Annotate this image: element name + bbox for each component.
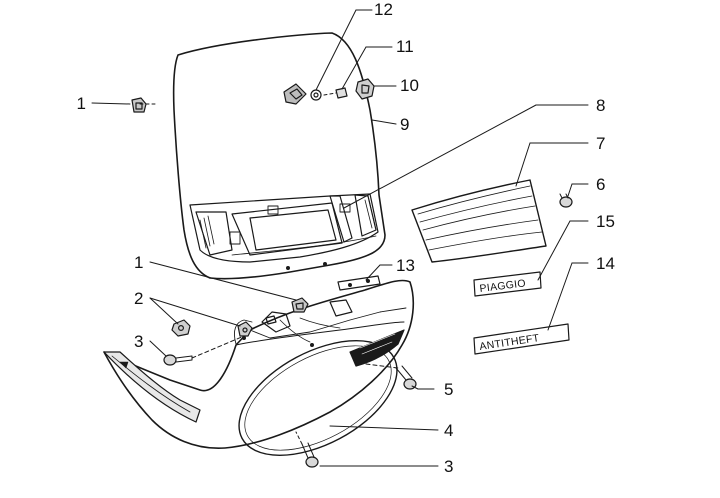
washer-part-12: [310, 89, 322, 101]
screw-part-3-left: [163, 354, 193, 366]
callout-5: 5: [444, 380, 453, 399]
clip-part-1-top: [131, 97, 147, 113]
bracket-part-13: [337, 275, 381, 291]
spring-nut-part-10: [355, 78, 375, 100]
screw-part-5: [395, 365, 417, 390]
emblem-clip: [283, 83, 307, 105]
callout-9: 9: [400, 115, 409, 134]
callout-7: 7: [596, 134, 605, 153]
front-shield-lower: [103, 279, 415, 456]
piaggio-badge-part-15: [473, 271, 542, 297]
callout-3-left: 3: [134, 332, 143, 351]
callout-2: 2: [134, 289, 143, 308]
callout-3-bottom: 3: [444, 457, 453, 476]
leader-lines: [91, 9, 589, 467]
callout-8: 8: [596, 96, 605, 115]
front-shield-upper: [172, 32, 386, 280]
screw-part-6: [559, 193, 573, 208]
callout-1-lower: 1: [134, 253, 143, 272]
screw-part-11: [335, 87, 348, 99]
antitheft-badge-part-14: [473, 323, 570, 355]
grille-panel-part-7: [411, 179, 547, 263]
callout-13: 13: [396, 256, 415, 275]
callout-6: 6: [596, 175, 605, 194]
callout-11: 11: [396, 37, 414, 56]
callout-14: 14: [596, 254, 615, 273]
callout-4: 4: [444, 421, 453, 440]
screw-part-3-bottom: [301, 442, 319, 468]
clip-part-1-lower: [291, 297, 309, 313]
callout-1-top: 1: [77, 94, 86, 113]
callout-15: 15: [596, 212, 615, 231]
callout-12: 12: [374, 0, 393, 19]
callout-10: 10: [400, 76, 419, 95]
nut-part-2-left: [171, 319, 191, 337]
nut-part-2-right: [237, 321, 253, 337]
callout-labels: 1 12 11 10 9 8 7 6 15 14 13 1 2 3 5 4 3 …: [77, 0, 615, 476]
piaggio-badge-text: PIAGGIO: [479, 277, 527, 295]
